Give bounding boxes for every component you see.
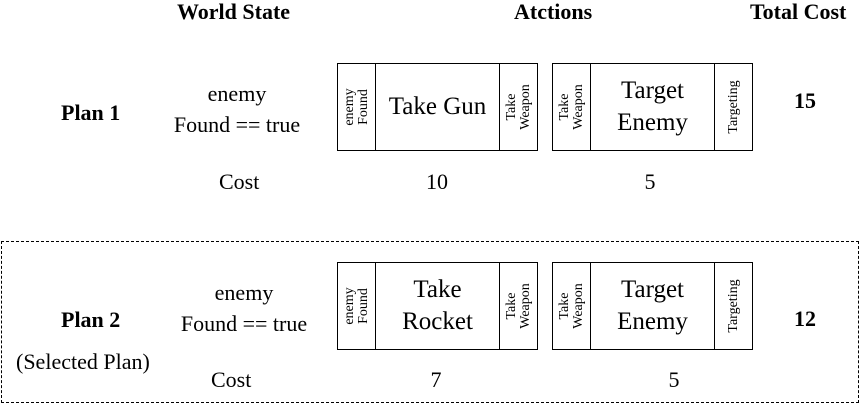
plan-1-action-1-box: enemy Found Take Gun Take Weapon [337,63,538,151]
world-state-line: enemy [214,280,274,305]
effect-text: Targeting [725,279,741,333]
precondition-line: enemy [341,88,357,126]
precondition-text: enemy Found [341,88,371,126]
action-name-line: Take [413,276,462,303]
world-state-line: Found == true [180,311,308,336]
effect-line: Targeting [725,279,741,333]
plan-2-action-1-box: enemy Found Take Rocket Take Weapon [337,262,538,350]
header-world-state: World State [177,0,291,24]
action-precondition: Take Weapon [553,263,591,349]
effect-text: Targeting [725,80,741,134]
action-name: Target Enemy [591,64,714,150]
action-name: Target Enemy [591,263,714,349]
action-name-line: Enemy [617,308,688,335]
precondition-line: Found [355,288,371,324]
action-precondition: enemy Found [338,263,376,349]
selected-plan-outline [1,241,859,403]
effect-line: Targeting [725,80,741,134]
action-effect: Targeting [714,263,752,349]
action-name: Take Rocket [376,263,499,349]
precondition-line: Weapon [570,84,586,130]
plan-1-world-state: enemy Found == true [153,78,321,140]
world-state-line: Found == true [173,112,301,137]
precondition-text: enemy Found [341,287,371,325]
precondition-line: Weapon [570,283,586,329]
plan-1-total-cost: 15 [794,88,816,113]
action-effect: Take Weapon [499,64,537,150]
action-name-line: Rocket [402,308,473,335]
action-effect: Take Weapon [499,263,537,349]
precondition-line: enemy [341,287,357,325]
effect-line: Take [503,292,519,320]
plan-1-action-2-cost: 5 [644,169,656,194]
action-name-line: Enemy [617,109,688,136]
precondition-line: Take [556,292,572,320]
action-name: Take Gun [376,64,499,150]
header-total-cost: Total Cost [750,0,847,24]
action-precondition: enemy Found [338,64,376,150]
effect-text: Take Weapon [503,84,533,130]
action-name-line: Take Gun [388,93,487,120]
effect-line: Weapon [517,283,533,329]
effect-line: Weapon [517,84,533,130]
precondition-line: Found [355,89,371,125]
precondition-text: Take Weapon [556,283,586,329]
plan-2-total-cost: 12 [794,306,816,331]
plan-1-cost-label: Cost [219,169,260,194]
plan-1-label: Plan 1 [61,100,121,125]
plan-2-world-state: enemy Found == true [160,277,328,339]
plan-2-label: Plan 2 [61,307,121,332]
world-state-line: enemy [207,81,267,106]
plan-2-action-2-cost: 5 [668,367,680,392]
precondition-text: Take Weapon [556,84,586,130]
plan-2-action-1-cost: 7 [430,367,442,392]
plan-2-cost-label: Cost [211,367,252,392]
plan-1-action-1-cost: 10 [426,169,448,194]
plan-2-action-2-box: Take Weapon Target Enemy Targeting [552,262,753,350]
selected-plan-note: (Selected Plan) [16,349,150,374]
plan-1-action-2-box: Take Weapon Target Enemy Targeting [552,63,753,151]
action-name-line: Target [620,77,685,104]
precondition-line: Take [556,93,572,121]
action-effect: Targeting [714,64,752,150]
action-name-line: Target [620,276,685,303]
header-actions: Atctions [514,0,593,24]
action-precondition: Take Weapon [553,64,591,150]
effect-text: Take Weapon [503,283,533,329]
effect-line: Take [503,93,519,121]
